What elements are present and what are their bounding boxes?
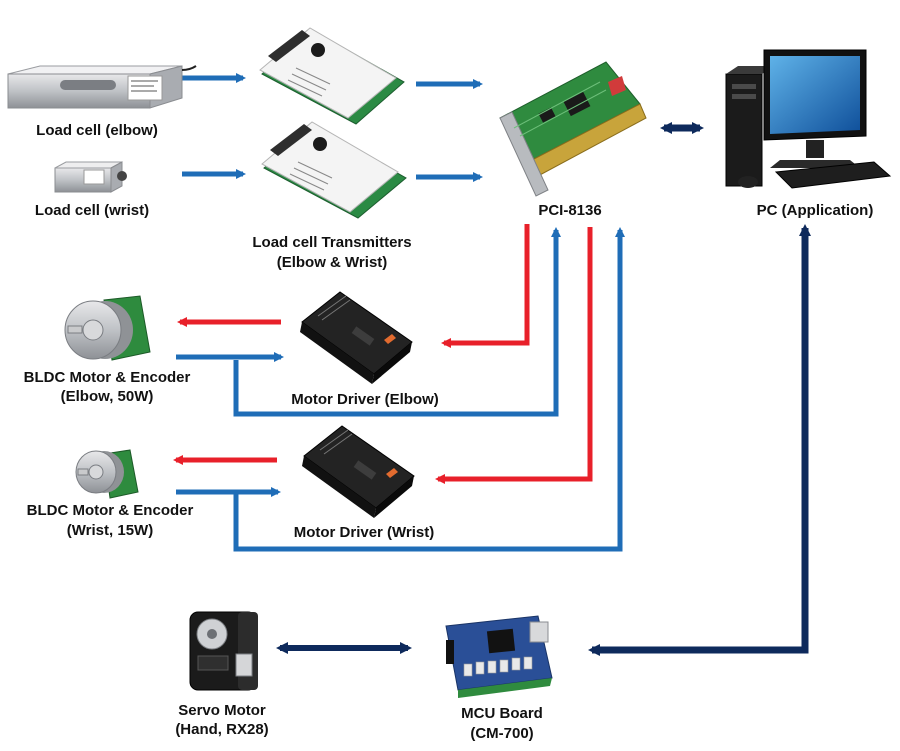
arrow-encoder-wrist-to-pci bbox=[233, 227, 625, 552]
load-cell-icon bbox=[54, 161, 127, 193]
label-mcu-line2: (CM-700) bbox=[470, 725, 533, 742]
desktop-pc-icon bbox=[725, 49, 892, 189]
label-bldc-wrist-line2: (Wrist, 15W) bbox=[67, 522, 153, 539]
bldc-motor-icon bbox=[75, 449, 139, 499]
label-load-cell-wrist: Load cell (wrist) bbox=[35, 202, 149, 219]
label-pci-8136: PCI-8136 bbox=[538, 202, 601, 219]
transmitter-board-icon bbox=[261, 121, 407, 219]
servo-motor-icon bbox=[189, 611, 258, 691]
load-cell-icon bbox=[7, 65, 197, 109]
pci-card-icon bbox=[499, 61, 647, 197]
label-bldc-wrist-line1: BLDC Motor & Encoder bbox=[27, 502, 194, 519]
motor-driver-icon bbox=[300, 291, 413, 384]
arrow-encoder-elbow-to-pci bbox=[233, 227, 561, 417]
label-driver-elbow: Motor Driver (Elbow) bbox=[291, 391, 439, 408]
arrow-pci-to-driver-wrist bbox=[435, 227, 593, 484]
label-driver-wrist: Motor Driver (Wrist) bbox=[294, 524, 435, 541]
arrow-pc-mcu-bidirectional bbox=[588, 224, 811, 656]
bldc-motor-icon bbox=[64, 295, 151, 361]
label-transmitters-line2: (Elbow & Wrist) bbox=[277, 254, 388, 271]
label-servo-line1: Servo Motor bbox=[178, 702, 266, 719]
motor-driver-icon bbox=[302, 425, 415, 518]
mcu-board-icon bbox=[445, 615, 553, 698]
label-bldc-elbow-line2: (Elbow, 50W) bbox=[61, 388, 154, 405]
label-load-cell-elbow: Load cell (elbow) bbox=[36, 122, 158, 139]
transmitter-board-icon bbox=[259, 27, 405, 125]
label-mcu-line1: MCU Board bbox=[461, 705, 543, 722]
label-servo-line2: (Hand, RX28) bbox=[175, 721, 268, 738]
label-bldc-elbow-line1: BLDC Motor & Encoder bbox=[24, 369, 191, 386]
label-transmitters-line1: Load cell Transmitters bbox=[252, 234, 411, 251]
arrow-pci-to-driver-elbow bbox=[441, 224, 530, 348]
label-pc-application: PC (Application) bbox=[757, 202, 874, 219]
